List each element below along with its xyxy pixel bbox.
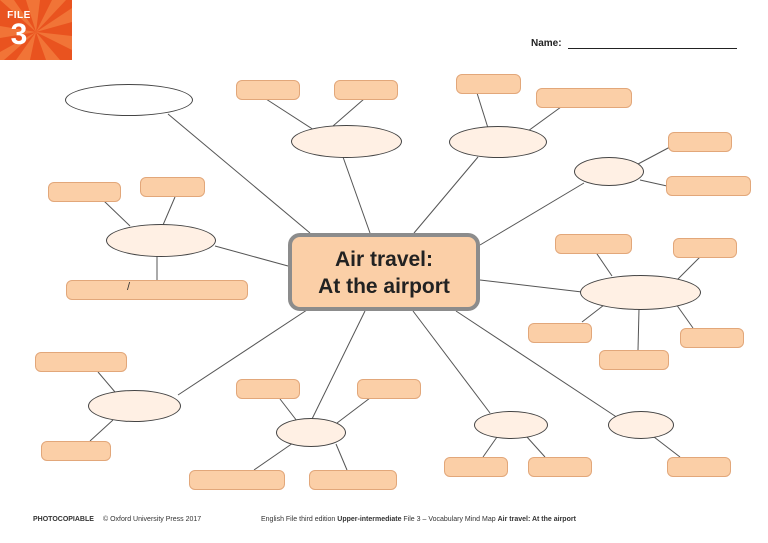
mind-map-oval[interactable]	[449, 126, 547, 158]
mind-map-oval[interactable]	[474, 411, 548, 439]
answer-box[interactable]	[35, 352, 127, 372]
answer-box[interactable]	[236, 379, 300, 399]
footer-topic: Air travel: At the airport	[497, 516, 576, 523]
mind-map-oval[interactable]	[106, 224, 216, 257]
answer-box[interactable]	[41, 441, 111, 461]
separator-mark: /	[127, 281, 131, 293]
answer-box[interactable]	[536, 88, 632, 108]
answer-box[interactable]	[599, 350, 669, 370]
mind-map-oval[interactable]	[608, 411, 674, 439]
answer-box[interactable]	[309, 470, 397, 490]
answer-box-long[interactable]	[66, 280, 248, 300]
footer-title-prefix: English File third edition	[261, 516, 336, 523]
footer-credit: English File third edition Upper-interme…	[261, 516, 576, 523]
center-topic-box: Air travel: At the airport	[288, 233, 480, 311]
center-topic-line-2: At the airport	[318, 275, 450, 298]
mind-map-oval[interactable]	[291, 125, 402, 158]
footer-copyright: © Oxford University Press 2017	[103, 516, 202, 523]
answer-box[interactable]	[357, 379, 421, 399]
center-topic-line-1: Air travel:	[334, 248, 434, 271]
answer-box[interactable]	[555, 234, 632, 254]
answer-box[interactable]	[666, 176, 751, 196]
file-badge: FILE 3	[0, 0, 72, 60]
footer-photocopiable: PHOTOCOPIABLE	[33, 516, 94, 523]
answer-box[interactable]	[48, 182, 121, 202]
name-write-line[interactable]	[568, 48, 737, 49]
answer-box[interactable]	[668, 132, 732, 152]
badge-file-label: FILE	[7, 10, 31, 21]
answer-box[interactable]	[236, 80, 300, 100]
mind-map-oval[interactable]	[65, 84, 193, 116]
answer-box[interactable]	[667, 457, 731, 477]
mind-map-oval[interactable]	[580, 275, 701, 310]
answer-box[interactable]	[189, 470, 285, 490]
mind-map-oval[interactable]	[574, 157, 644, 186]
answer-box[interactable]	[140, 177, 205, 197]
answer-box[interactable]	[444, 457, 508, 477]
mind-map-oval[interactable]	[276, 418, 346, 447]
footer-file-info: File 3 – Vocabulary Mind Map	[403, 516, 496, 523]
badge-sunburst-icon	[0, 0, 72, 60]
answer-box[interactable]	[680, 328, 744, 348]
name-label: Name:	[531, 38, 562, 49]
answer-box[interactable]	[528, 457, 592, 477]
footer-level: Upper-intermediate	[337, 516, 402, 523]
badge-file-number: 3	[10, 18, 28, 51]
answer-box[interactable]	[456, 74, 521, 94]
mind-map-oval[interactable]	[88, 390, 181, 422]
answer-box[interactable]	[334, 80, 398, 100]
answer-box[interactable]	[673, 238, 737, 258]
answer-box[interactable]	[528, 323, 592, 343]
